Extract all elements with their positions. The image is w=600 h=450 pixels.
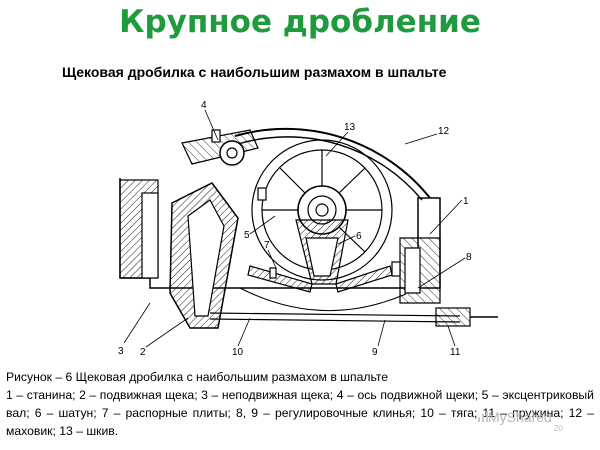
label-10: 10 xyxy=(232,347,244,358)
jaw-crusher-drawing: 4 12 13 1 5 6 7 8 3 2 10 9 11 xyxy=(100,88,500,360)
slide-title: Крупное дробление xyxy=(119,4,481,40)
label-11: 11 xyxy=(450,347,461,358)
label-3: 3 xyxy=(118,346,124,357)
label-8: 8 xyxy=(466,252,472,263)
caption-title: Рисунок – 6 Щековая дробилка с наибольши… xyxy=(6,370,389,384)
label-9: 9 xyxy=(372,347,378,358)
figure-caption: Рисунок – 6 Щековая дробилка с наибольши… xyxy=(6,368,594,440)
label-13: 13 xyxy=(344,122,356,133)
slide-subtitle: Щековая дробилка с наибольшим размахом в… xyxy=(62,64,447,80)
caption-legend: 1 – станина; 2 – подвижная щека; 3 – неп… xyxy=(6,388,594,438)
label-2: 2 xyxy=(140,347,146,358)
label-12: 12 xyxy=(438,126,450,137)
watermark-logo-icon xyxy=(478,412,488,422)
page-number: 20 xyxy=(554,424,563,433)
label-4: 4 xyxy=(201,100,207,111)
jaw-crusher-svg: 4 12 13 1 5 6 7 8 3 2 10 9 11 xyxy=(118,100,498,358)
watermark: MyShared xyxy=(488,409,552,425)
label-6: 6 xyxy=(356,231,362,242)
label-1: 1 xyxy=(463,196,469,207)
label-5: 5 xyxy=(244,230,250,241)
label-7: 7 xyxy=(264,240,270,251)
